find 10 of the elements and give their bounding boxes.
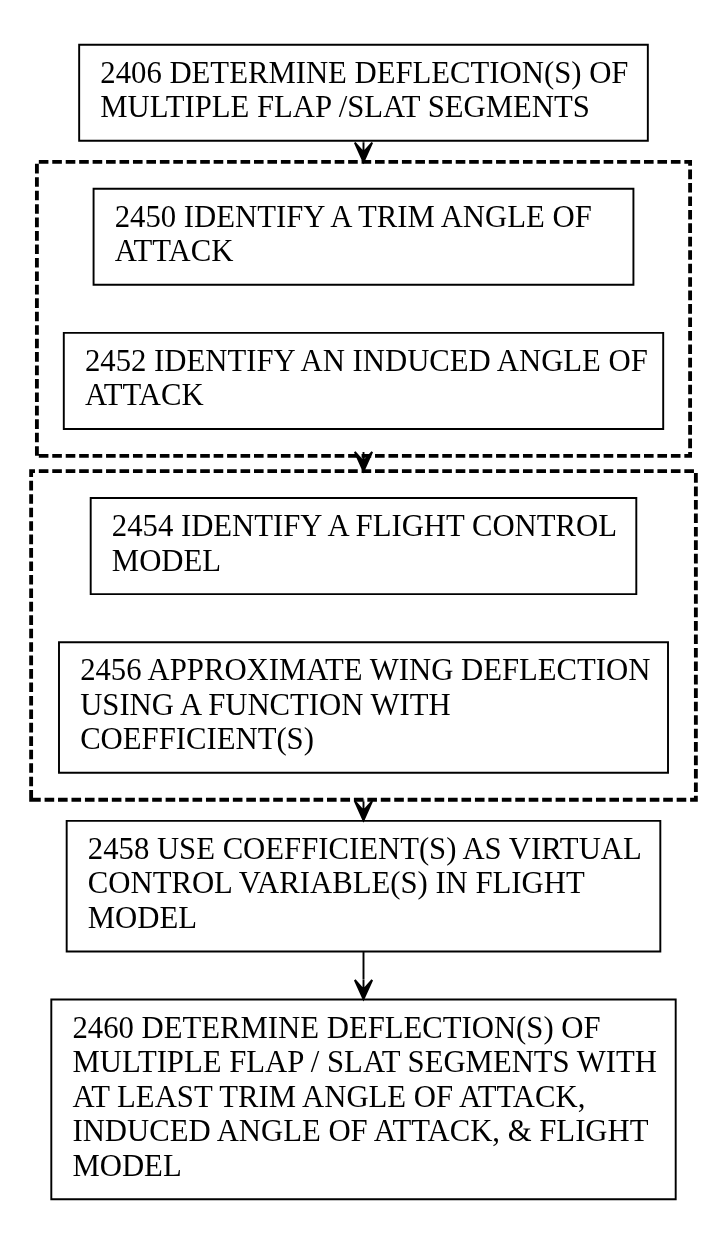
cluster [35,159,692,458]
arrow [353,139,374,163]
node-box: 2456 APPROXIMATE WING DEFLECTION USING A FUNCTION WITH COEFFICIENT(S) [58,640,669,774]
arrow [353,950,374,1000]
arrow [353,450,374,472]
node-box: 2450 IDENTIFY A TRIM ANGLE OF ATTACK [92,187,635,286]
node-box: 2452 IDENTIFY AN INDUCED ANGLE OF ATTACK [62,331,665,430]
node-box: 2460 DETERMINE DEFLECTION(S) OF MULTIPLE FLAP / SLAT SEGMENTS WITH AT LEAST TRIM ANGLE OF ATTACK, INDUCED ANGLE OF ATTACK, & FLIGHT MODEL [50,998,677,1200]
node-box: 2458 USE COEFFICIENT(S) AS VIRTUAL CONTROL VARIABLE(S) IN FLIGHT MODEL [65,819,662,952]
node-box: 2454 IDENTIFY A FLIGHT CONTROL MODEL [89,496,638,595]
